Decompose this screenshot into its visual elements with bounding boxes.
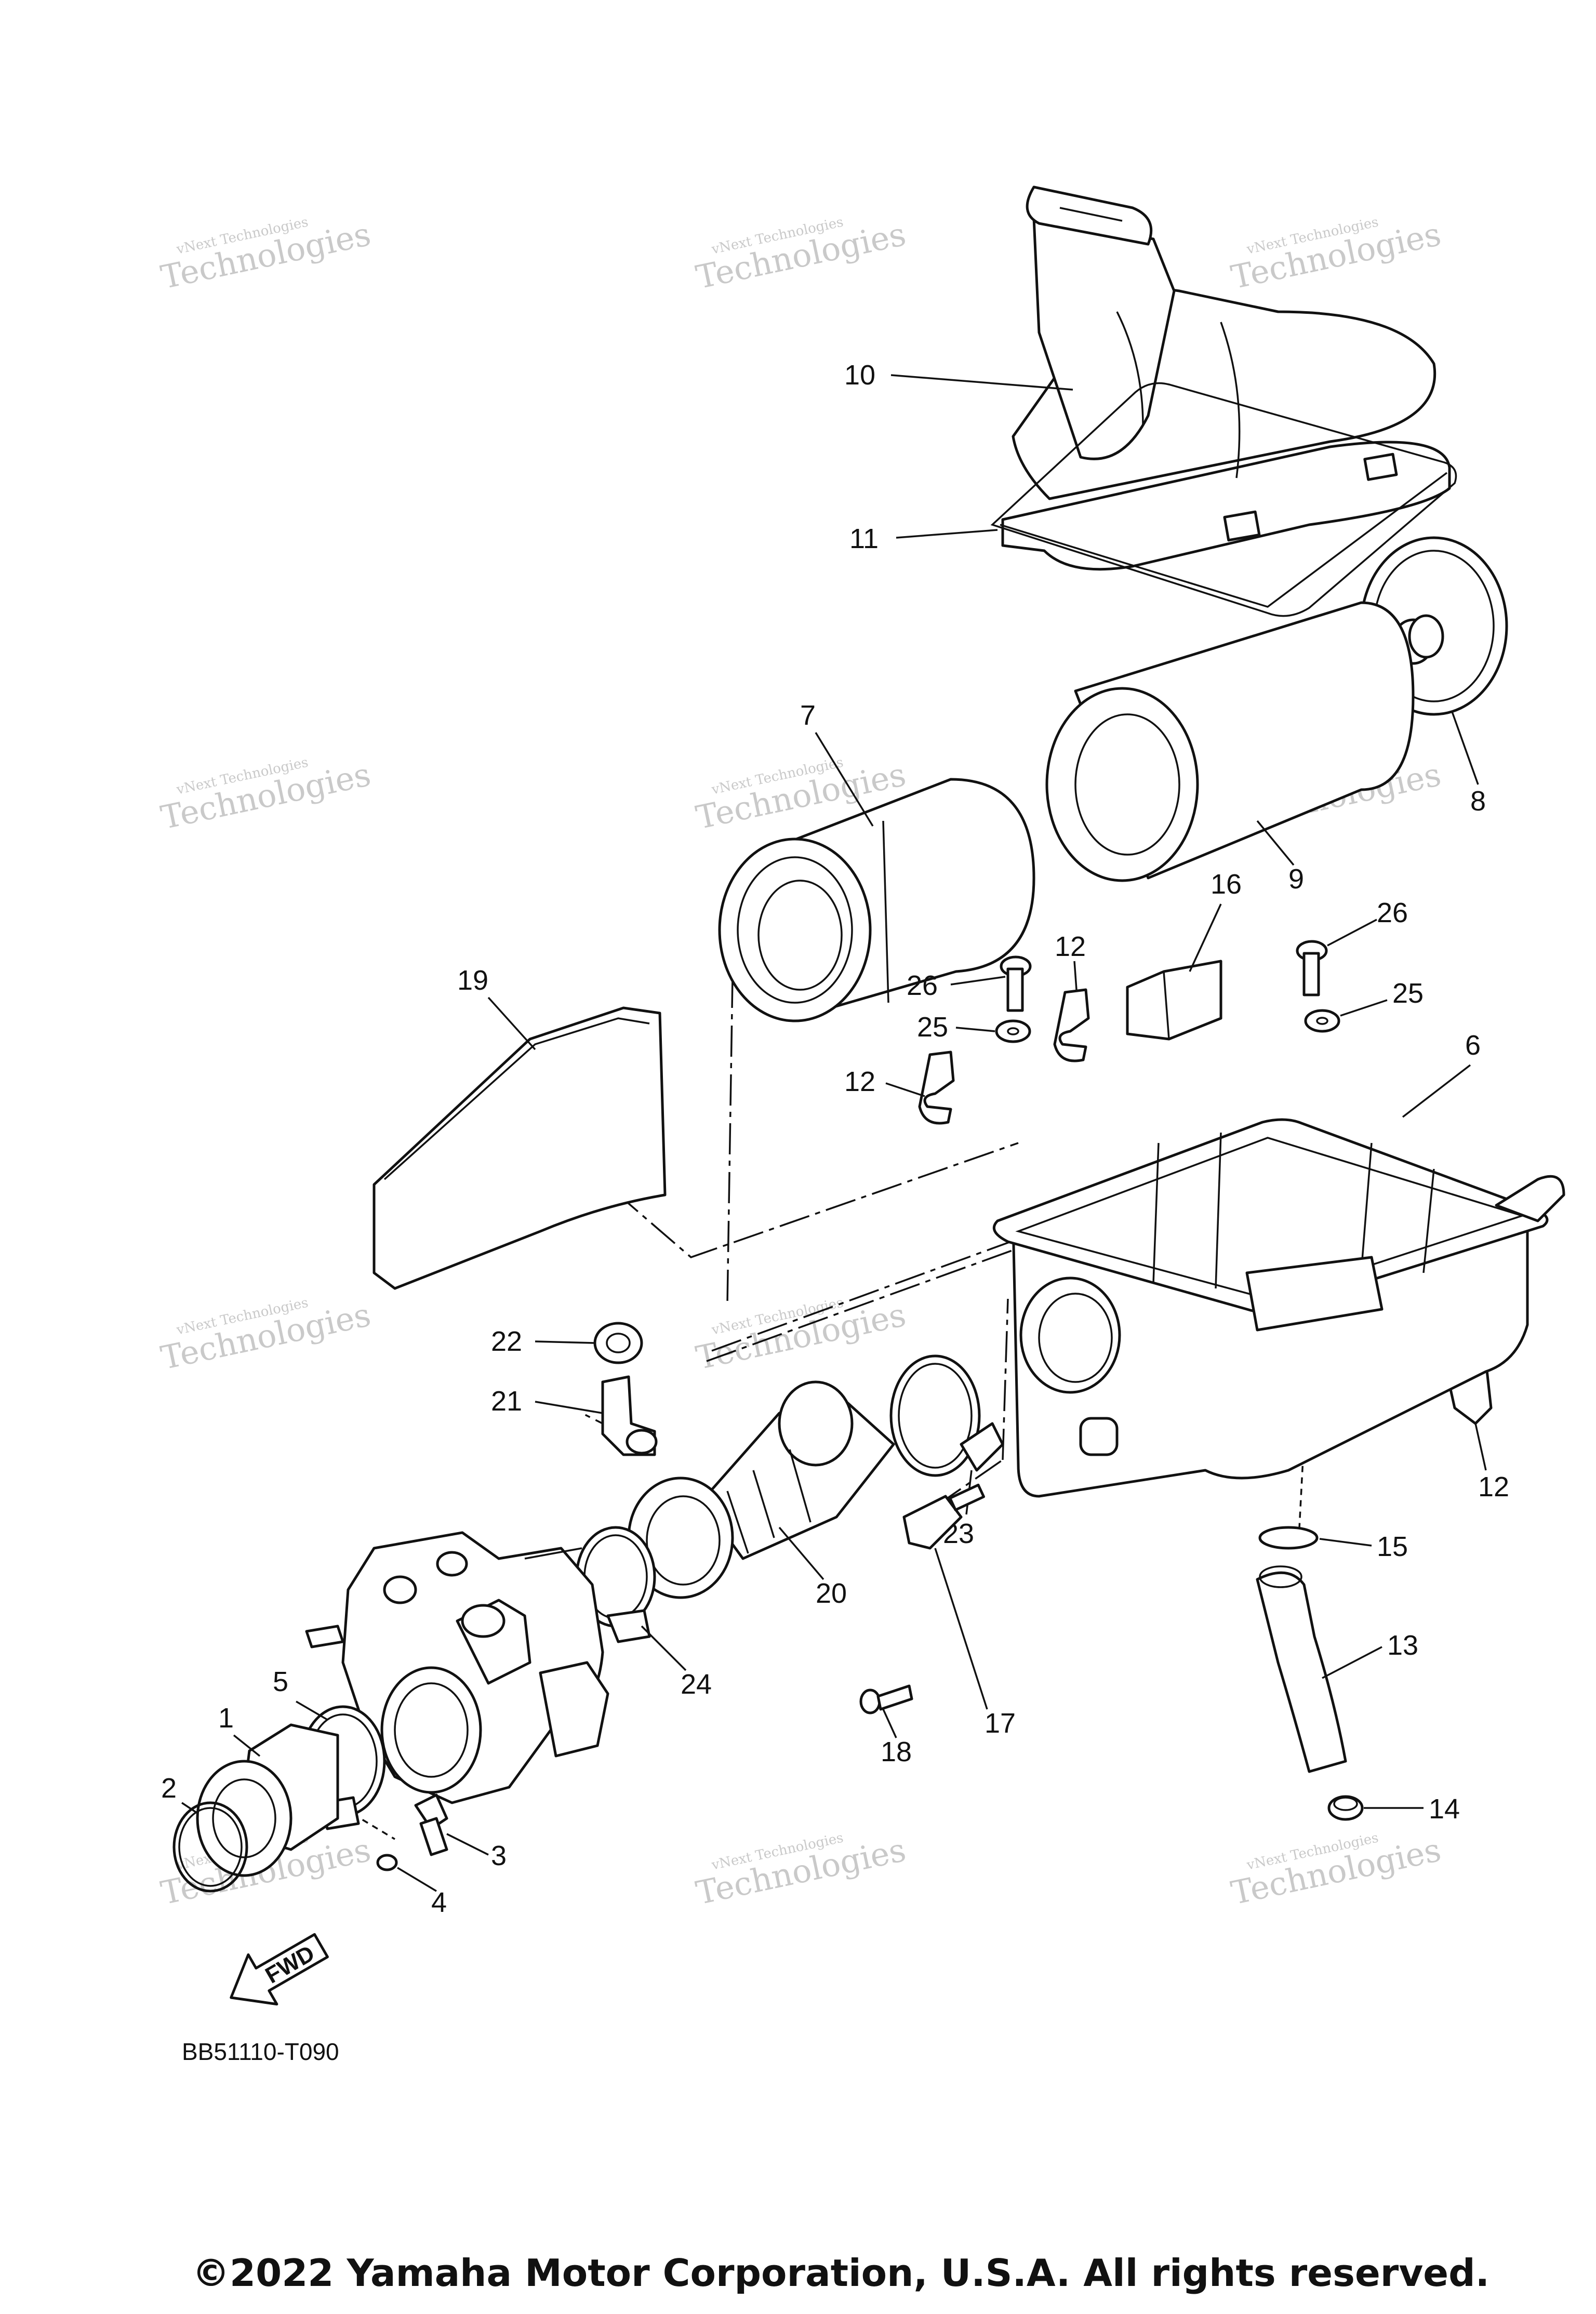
callout-17: 17 [985, 1708, 1016, 1739]
callout-4: 4 [431, 1887, 447, 1918]
inner-element: 7 [718, 700, 1035, 1022]
sensor-screw: 18 [859, 1684, 913, 1767]
drain-clip: 15 [1258, 1526, 1408, 1562]
drain-plug: 14 [1327, 1793, 1460, 1825]
washer-left: 25 [917, 1012, 1031, 1043]
throttle-joint: 1 [196, 1703, 339, 1877]
callout-12d: 12 [1478, 1471, 1509, 1502]
callout-6: 6 [1465, 1030, 1481, 1061]
clamp-small: 22 [491, 1322, 643, 1364]
callout-10: 10 [844, 360, 875, 391]
callout-24: 24 [681, 1669, 712, 1700]
clip-a: 12 [1053, 931, 1090, 1062]
callout-12b: 12 [844, 1066, 875, 1097]
bolt-right: 26 [1296, 897, 1408, 996]
air-box: 6 [992, 1030, 1565, 1498]
callout-19: 19 [457, 965, 488, 996]
assembly-line-box [711, 1209, 1097, 1352]
assembly-line-element [726, 976, 734, 1305]
intake-joint: 20 [627, 1380, 895, 1609]
washer-right: 25 [1304, 978, 1424, 1033]
drawing-code: BB51110-T090 [182, 2038, 339, 2065]
callout-14: 14 [1429, 1793, 1460, 1825]
callout-13: 13 [1387, 1630, 1418, 1661]
joint-washer: 4 [376, 1854, 447, 1918]
callout-25b: 25 [1392, 978, 1424, 1009]
sponge: 16 [1126, 869, 1242, 1041]
bolt-left: 26 [907, 955, 1032, 1012]
airbox-cap: 10 [844, 185, 1451, 571]
assembly-line-drain [1298, 1340, 1310, 1538]
callout-5: 5 [273, 1666, 288, 1697]
callout-21: 21 [491, 1386, 522, 1417]
callout-9: 9 [1288, 863, 1304, 895]
callout-26b: 26 [1377, 897, 1408, 928]
clip-b: 12 [844, 1050, 955, 1125]
callout-2: 2 [161, 1773, 177, 1804]
callout-20: 20 [816, 1578, 847, 1609]
outer-filter: 9 [1045, 601, 1415, 895]
callout-25a: 25 [917, 1012, 948, 1043]
callout-1: 1 [218, 1703, 234, 1734]
callout-11: 11 [849, 523, 879, 554]
drain-hose: 13 [1256, 1565, 1418, 1773]
joint-screw: 3 [414, 1793, 507, 1871]
assembly-line-box-lower [706, 1230, 1066, 1362]
callout-8: 8 [1470, 786, 1486, 817]
callout-22: 22 [491, 1326, 522, 1357]
shield-plate: 19 [373, 965, 667, 1290]
callout-16: 16 [1211, 869, 1242, 900]
copyright-notice: ©2022 Yamaha Motor Corporation, U.S.A. A… [192, 2251, 1489, 2295]
assembly-line-joint [342, 1807, 395, 1840]
callout-12a: 12 [1055, 931, 1086, 962]
breather-joint: 21 [491, 1375, 658, 1456]
forward-arrow: FWD [230, 1933, 329, 2006]
callout-18: 18 [881, 1736, 912, 1767]
callout-26a: 26 [907, 970, 938, 1001]
throttle-body [305, 1531, 609, 1804]
assembly-line-sensor [1002, 1298, 1009, 1460]
callout-3: 3 [491, 1840, 507, 1871]
callout-7: 7 [800, 700, 816, 731]
airbox-gasket: 11 [849, 382, 1457, 617]
intake-sensor: 17 [902, 1483, 1016, 1739]
callout-15: 15 [1377, 1531, 1408, 1562]
o-ring: 2 [161, 1773, 248, 1893]
